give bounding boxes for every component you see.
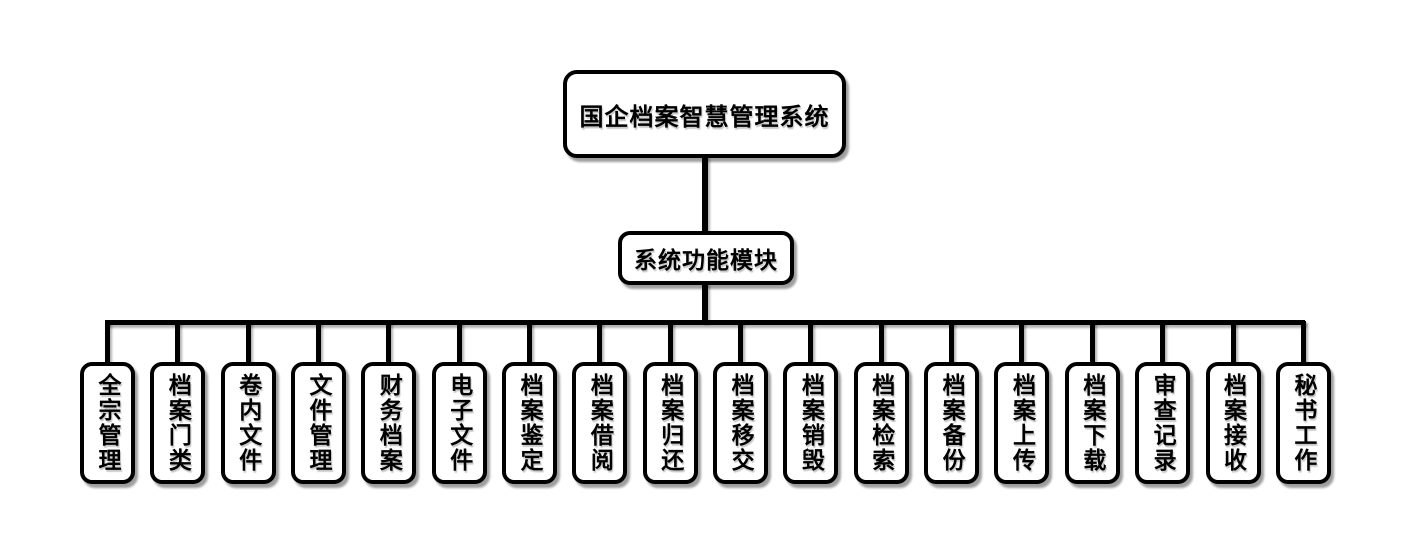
connector-drop-line [738,321,744,362]
connector-drop-line [808,321,814,362]
root-node-box: 国企档案智慧管理系统 [563,70,846,158]
module-label: 秘书工作 [1290,373,1317,473]
connector-drop-line [878,321,884,362]
module-label: 档案借阅 [587,373,614,473]
module-label: 档案门类 [165,373,192,473]
module-label: 档案移交 [728,373,755,473]
module-label: 档案检索 [868,373,895,473]
connector-drop-line [1300,321,1306,362]
module-label: 文件管理 [306,373,333,473]
module-box: 档案上传 [994,362,1050,484]
child-node-wenjian-guanli: 文件管理 [291,321,347,484]
connector-drop-line [597,321,603,362]
module-label: 档案下载 [1079,373,1106,473]
module-box: 档案接收 [1205,362,1261,484]
children-row: 全宗管理 档案门类 卷内文件 文件管理 财务档案 [80,321,1331,484]
connector-drop-line [949,321,955,362]
module-box: 文件管理 [291,362,347,484]
middle-node-label: 系统功能模块 [634,247,778,273]
module-box: 档案备份 [924,362,980,484]
module-box: 卷内文件 [220,362,276,484]
module-label: 全宗管理 [95,373,121,473]
child-node-caiwu-dangan: 财务档案 [361,321,417,484]
module-box: 档案下载 [1064,362,1120,484]
child-node-dangan-jieyue: 档案借阅 [572,321,628,484]
child-node-dangan-menlei: 档案门类 [150,321,206,484]
child-node-juannei-wenjian: 卷内文件 [220,321,276,484]
child-node-quanzong-guanli: 全宗管理 [80,321,135,484]
module-label: 审查记录 [1150,373,1177,473]
connector-drop-line [1019,321,1025,362]
module-box: 档案借阅 [572,362,628,484]
connector-drop-line [1230,321,1236,362]
child-node-dangan-beifen: 档案备份 [924,321,980,484]
connector-middle-to-bus [702,283,708,323]
module-label: 档案上传 [1009,373,1036,473]
module-label: 档案接收 [1220,373,1247,473]
child-node-dangan-shangchuan: 档案上传 [994,321,1050,484]
module-label: 档案销毁 [798,373,825,473]
middle-node-box: 系统功能模块 [618,231,794,285]
root-node-label: 国企档案智慧管理系统 [579,103,830,131]
connector-drop-line [175,321,181,362]
connector-drop-line [527,321,533,362]
module-label: 档案鉴定 [517,373,544,473]
child-node-dangan-guihuan: 档案归还 [642,321,698,484]
child-node-dangan-xiaohui: 档案销毁 [783,321,839,484]
module-box: 全宗管理 [80,362,135,484]
module-box: 档案移交 [713,362,769,484]
module-label: 电子文件 [446,373,473,473]
connector-drop-line [316,321,322,362]
module-label: 财务档案 [376,373,403,473]
connector-drop-line [245,321,251,362]
child-node-dianzi-wenjian: 电子文件 [431,321,487,484]
child-node-mishu-gongzuo: 秘书工作 [1275,321,1331,484]
child-node-shencha-jilu: 审查记录 [1135,321,1191,484]
module-box: 档案归还 [642,362,698,484]
child-node-dangan-jiansuo: 档案检索 [853,321,909,484]
module-box: 财务档案 [361,362,417,484]
module-label: 档案备份 [939,373,966,473]
child-node-dangan-xiazai: 档案下载 [1064,321,1120,484]
child-node-dangan-jianding: 档案鉴定 [502,321,558,484]
module-box: 档案鉴定 [502,362,558,484]
connector-root-to-middle [702,156,708,234]
module-box: 档案检索 [853,362,909,484]
connector-drop-line [105,321,110,362]
module-box: 档案门类 [150,362,206,484]
connector-drop-line [1160,321,1166,362]
module-box: 档案销毁 [783,362,839,484]
connector-drop-line [1089,321,1095,362]
module-box: 秘书工作 [1275,362,1331,484]
connector-drop-line [667,321,673,362]
module-box: 审查记录 [1135,362,1191,484]
module-label: 卷内文件 [235,373,262,473]
horizontal-bus-line [105,320,1305,325]
module-label: 档案归还 [657,373,684,473]
child-node-dangan-jieshou: 档案接收 [1205,321,1261,484]
child-node-dangan-yijiao: 档案移交 [713,321,769,484]
connector-drop-line [456,321,462,362]
module-box: 电子文件 [431,362,487,484]
connector-drop-line [386,321,392,362]
